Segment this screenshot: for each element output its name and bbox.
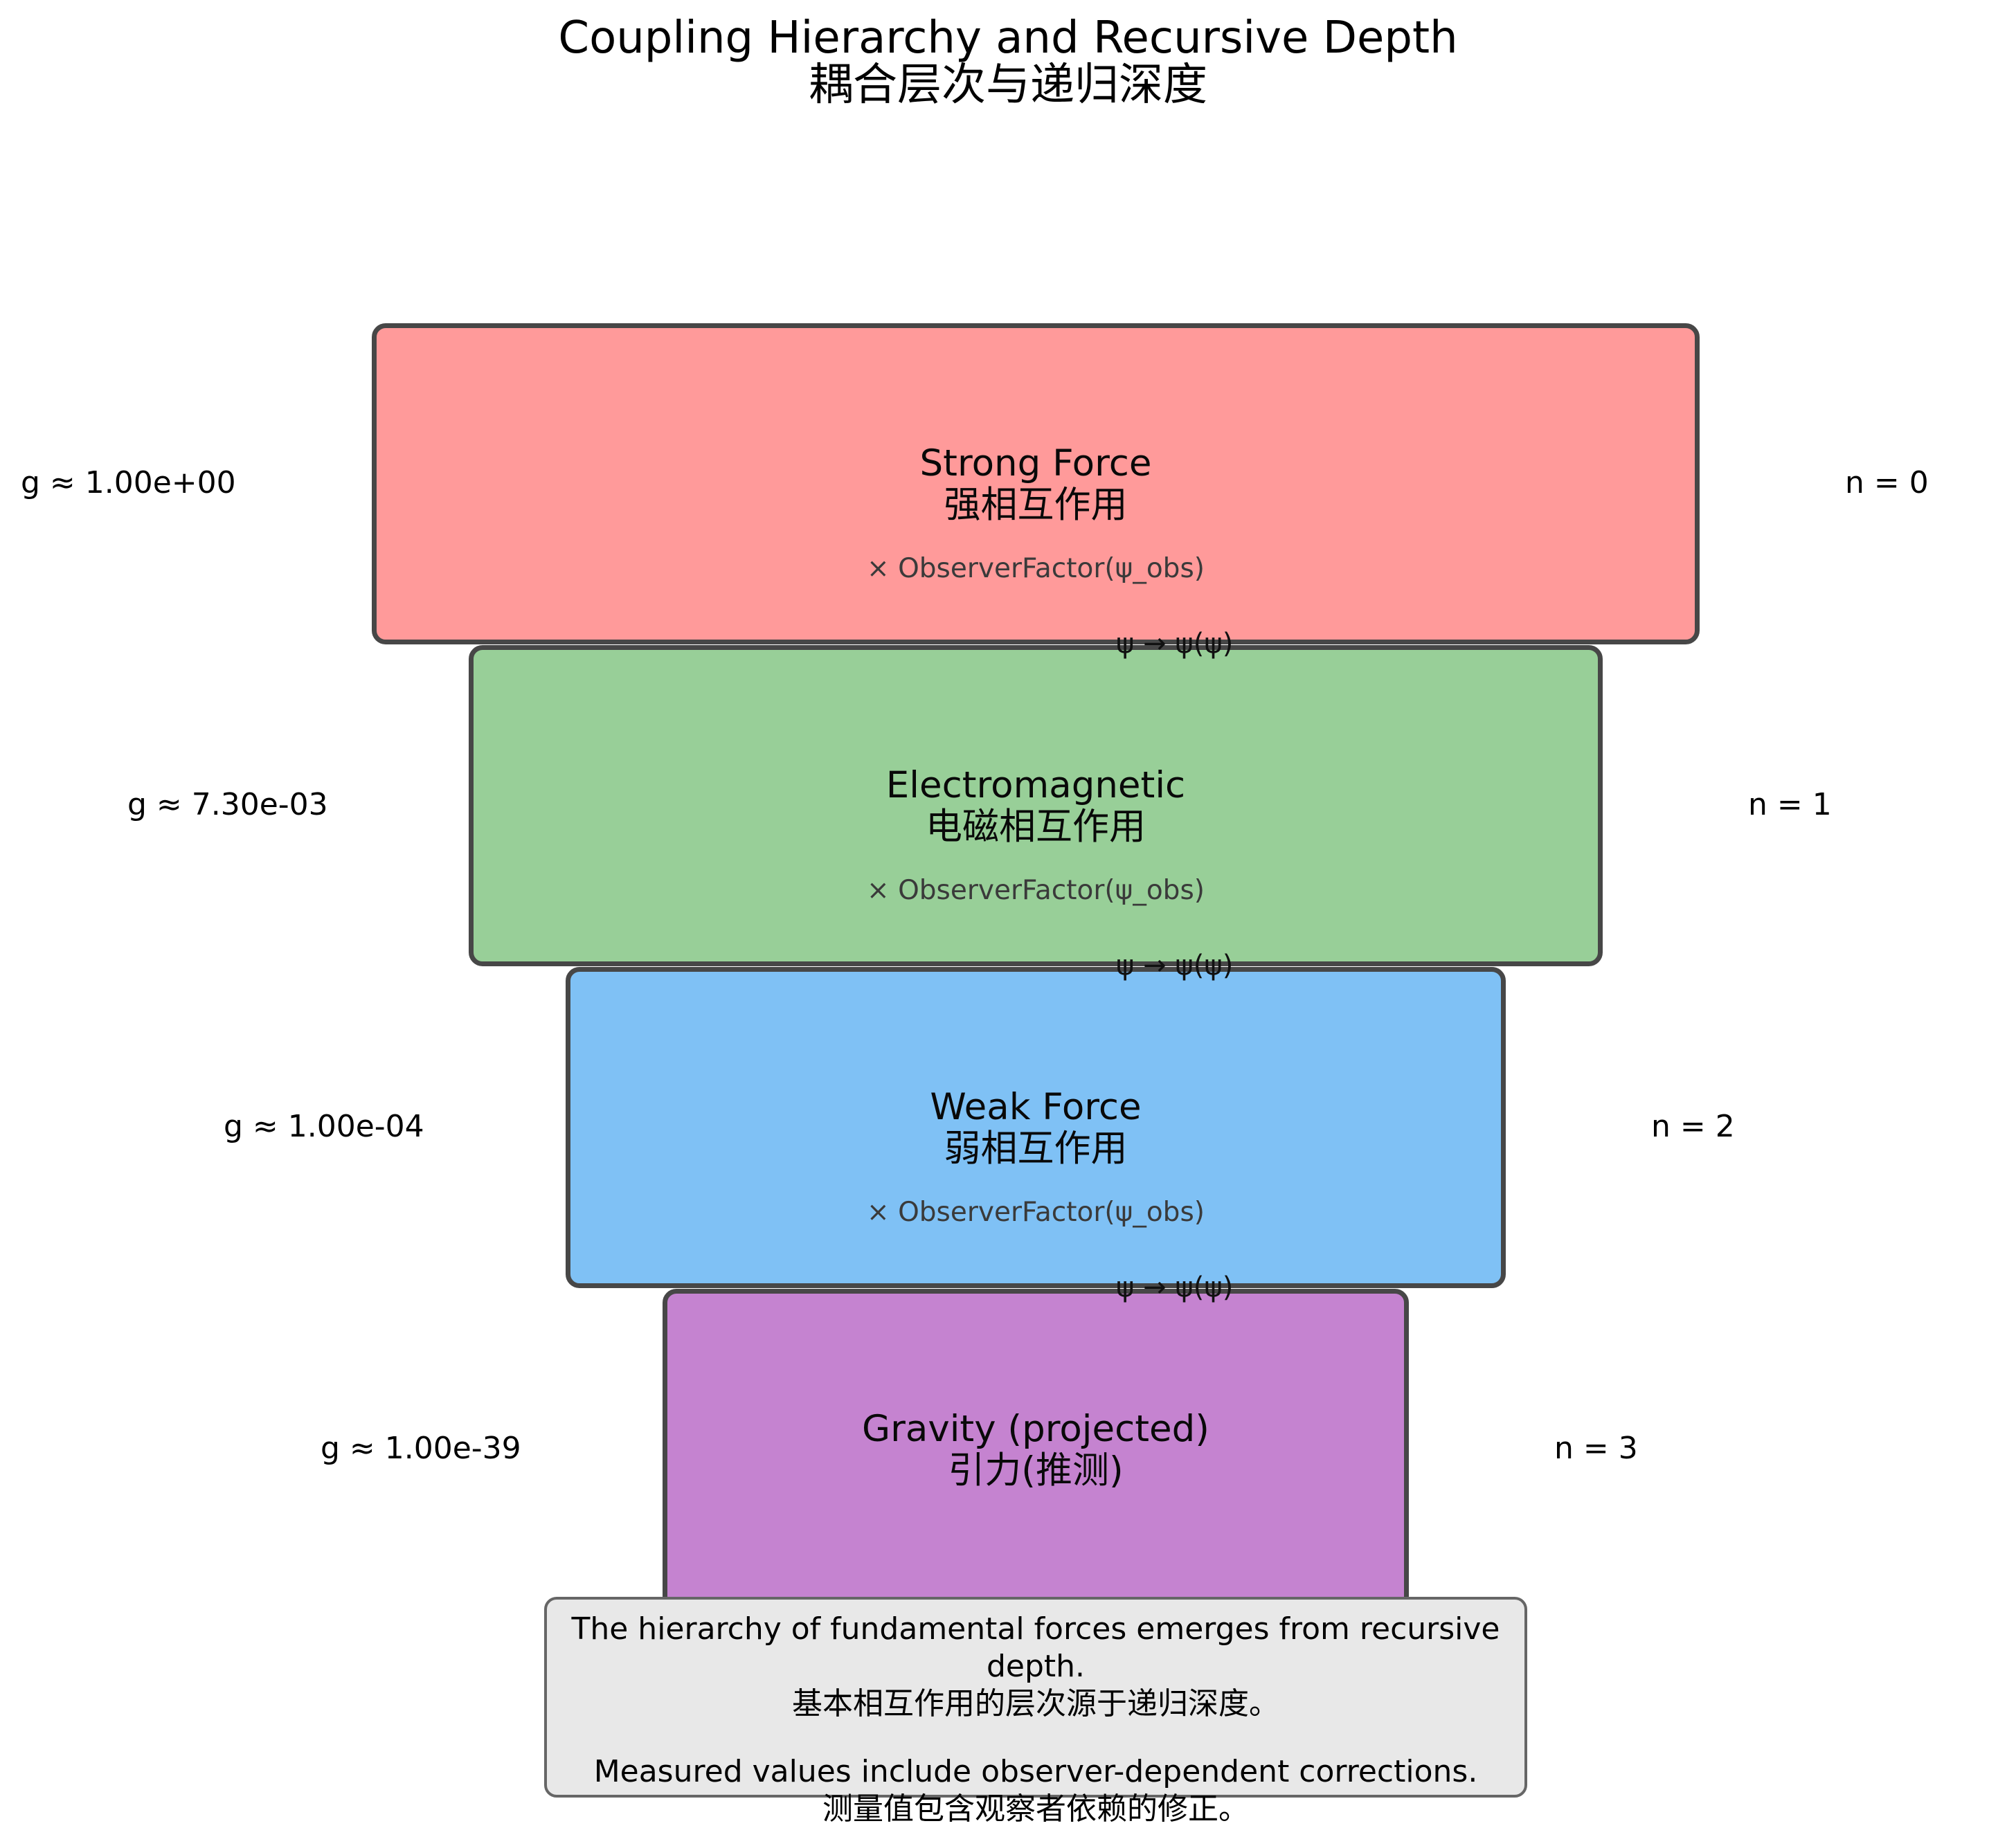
coupling-label: g ≈ 1.00e+00 (21, 465, 236, 500)
level-name: Gravity (projected) (862, 1408, 1209, 1450)
level-name-zh: 弱相互作用 (944, 1128, 1128, 1170)
level-name: Weak Force (930, 1086, 1142, 1128)
depth-label: n = 0 (1845, 465, 1929, 500)
observer-factor-label: × ObserverFactor(ψ_obs) (867, 1197, 1205, 1228)
observer-factor-label: × ObserverFactor(ψ_obs) (867, 553, 1205, 584)
level-box-weak: Weak Force 弱相互作用 × ObserverFactor(ψ_obs) (566, 967, 1506, 1288)
coupling-label: g ≈ 1.00e-39 (321, 1431, 521, 1466)
level-name: Electromagnetic (885, 764, 1186, 806)
depth-label: n = 2 (1651, 1109, 1735, 1144)
recursion-arrow-label: ψ → ψ(ψ) (1116, 628, 1234, 660)
note-line-zh: 基本相互作用的层次源于递归深度。 (792, 1686, 1279, 1721)
coupling-label: g ≈ 1.00e-04 (224, 1109, 424, 1144)
coupling-label: g ≈ 7.30e-03 (127, 787, 328, 822)
depth-label: n = 1 (1748, 787, 1832, 822)
note-line-zh: 测量值包含观察者依赖的修正。 (822, 1791, 1249, 1827)
recursion-arrow-label: ψ → ψ(ψ) (1116, 950, 1234, 981)
observer-factor-label: × ObserverFactor(ψ_obs) (867, 875, 1205, 906)
level-name-zh: 强相互作用 (944, 484, 1128, 526)
diagram-title-zh: 耦合层次与递归深度 (809, 60, 1207, 111)
level-box-electromagnetic: Electromagnetic 电磁相互作用 × ObserverFactor(… (469, 645, 1603, 966)
level-name-zh: 电磁相互作用 (926, 806, 1146, 848)
level-name: Strong Force (919, 442, 1152, 485)
level-box-strong: Strong Force 强相互作用 × ObserverFactor(ψ_ob… (372, 323, 1700, 644)
note-line: The hierarchy of fundamental forces emer… (571, 1611, 1500, 1684)
explanation-note: The hierarchy of fundamental forces emer… (544, 1597, 1527, 1827)
recursion-arrow-label: ψ → ψ(ψ) (1116, 1272, 1234, 1303)
diagram-title: Coupling Hierarchy and Recursive Depth (558, 12, 1458, 64)
level-name-zh: 引力(推测) (948, 1449, 1124, 1492)
depth-label: n = 3 (1554, 1431, 1638, 1466)
note-line: Measured values include observer-depende… (593, 1754, 1478, 1789)
level-box-gravity: Gravity (projected) 引力(推测) (663, 1289, 1409, 1610)
